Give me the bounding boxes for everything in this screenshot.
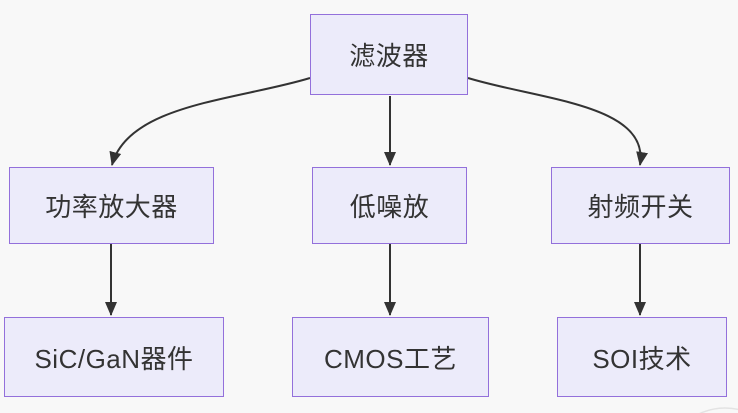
node-sic-gan-device-label: SiC/GaN器件 [34, 343, 194, 374]
node-cmos-process-label: CMOS工艺 [323, 343, 457, 374]
node-soi-technology: SOI技术 [557, 317, 727, 397]
node-sic-gan-device: SiC/GaN器件 [4, 317, 224, 397]
node-power-amplifier-label: 功率放大器 [45, 192, 178, 222]
node-low-noise-amplifier-label: 低噪放 [349, 192, 430, 222]
node-soi-technology-label: SOI技术 [592, 343, 692, 374]
node-filter: 滤波器 [310, 14, 468, 95]
edge-filter-to-rf-switch [467, 77, 649, 166]
node-cmos-process: CMOS工艺 [292, 317, 489, 397]
node-rf-switch-label: 射频开关 [587, 192, 694, 222]
watermark-arc [699, 407, 738, 413]
node-rf-switch: 射频开关 [551, 167, 730, 244]
node-filter-label: 滤波器 [349, 41, 429, 71]
edge-filter-to-pa [109, 77, 311, 166]
node-power-amplifier: 功率放大器 [9, 167, 214, 244]
node-low-noise-amplifier: 低噪放 [312, 167, 467, 244]
